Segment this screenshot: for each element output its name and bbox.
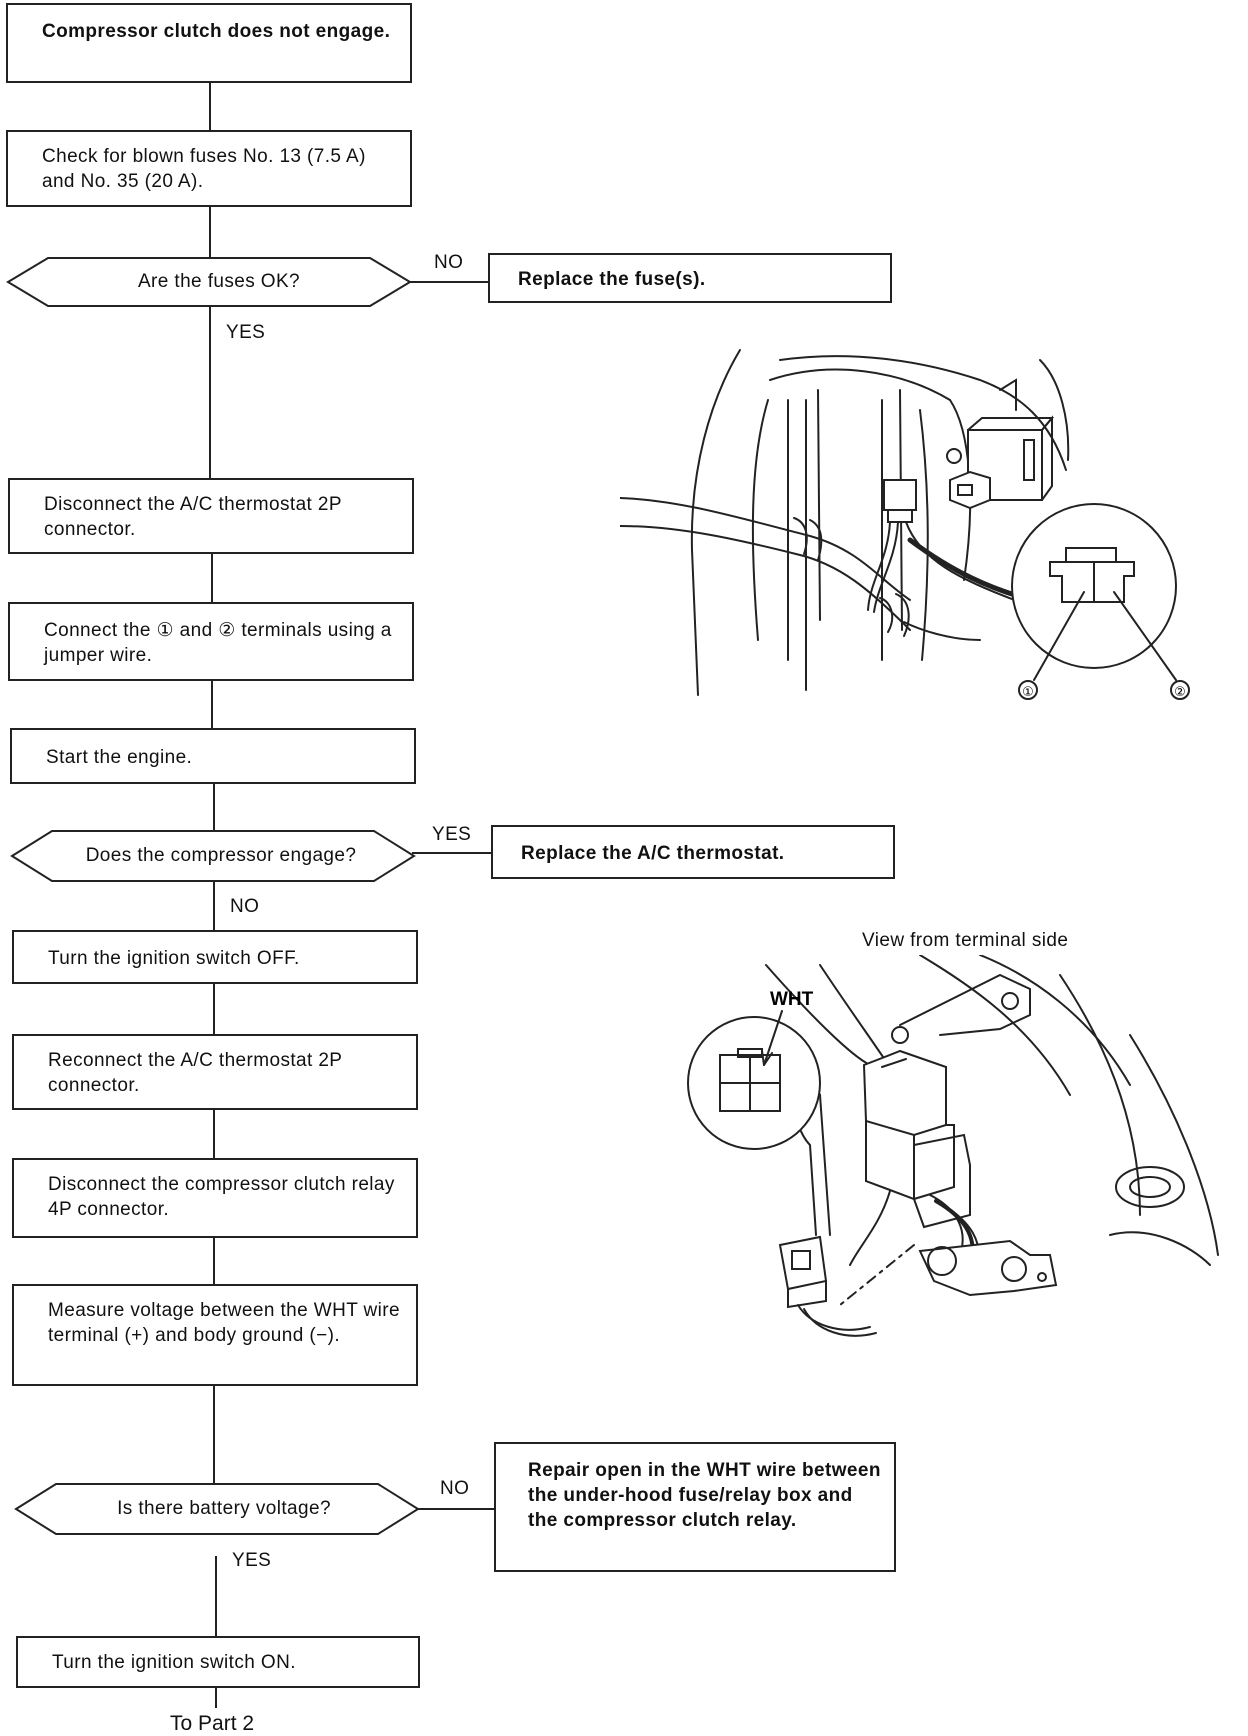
connector-line: [209, 306, 211, 478]
step-measure-voltage: Measure voltage between the WHT wire ter…: [12, 1284, 418, 1386]
connector-line: [416, 1508, 496, 1510]
step-reconnect-thermostat: Reconnect the A/C thermostat 2P connecto…: [12, 1034, 418, 1110]
view-from-terminal-side-caption: View from terminal side: [862, 930, 1069, 951]
terminal-1-label: ①: [1022, 685, 1034, 700]
terminal-2-label: ②: [1174, 685, 1186, 700]
connector-line: [213, 1108, 215, 1158]
branch-yes-label: YES: [226, 322, 266, 343]
connector-line: [211, 680, 213, 728]
step-ignition-on: Turn the ignition switch ON.: [16, 1636, 420, 1688]
result-replace-fuse: Replace the fuse(s).: [488, 253, 892, 303]
branch-yes-label: YES: [232, 1550, 272, 1571]
connector-line: [409, 281, 489, 283]
connector-line: [215, 1556, 217, 1638]
connector-line: [213, 1236, 215, 1284]
step-disconnect-thermostat: Disconnect the A/C thermostat 2P connect…: [8, 478, 414, 554]
relay-drawing: WHT: [687, 954, 1219, 1337]
connector-line: [412, 852, 492, 854]
decision-label: Does the compressor engage?: [85, 845, 357, 866]
branch-yes-label: YES: [432, 824, 472, 845]
step-connect-terminals: Connect the ① and ② terminals using a ju…: [8, 602, 414, 681]
connector-line: [209, 82, 211, 130]
connector-line: [209, 206, 211, 258]
connector-line: [213, 878, 215, 932]
wht-wire-label: WHT: [770, 989, 814, 1010]
connector-line: [213, 782, 215, 830]
step-check-fuses: Check for blown fuses No. 13 (7.5 A) and…: [6, 130, 412, 207]
branch-no-label: NO: [434, 252, 464, 273]
thermostat-drawing: ① ②: [619, 349, 1190, 700]
result-repair-wht-wire: Repair open in the WHT wire between the …: [494, 1442, 896, 1572]
decision-battery-voltage: Is there battery voltage?: [14, 1482, 420, 1536]
decision-fuses-ok: Are the fuses OK?: [6, 256, 412, 308]
branch-no-label: NO: [440, 1478, 470, 1499]
result-replace-thermostat: Replace the A/C thermostat.: [491, 825, 895, 879]
step-start-engine: Start the engine.: [10, 728, 416, 784]
step-ignition-off: Turn the ignition switch OFF.: [12, 930, 418, 984]
decision-compressor-engage: Does the compressor engage?: [10, 829, 416, 883]
connector-line: [211, 552, 213, 602]
decision-label: Is there battery voltage?: [117, 1498, 331, 1519]
connector-line: [213, 984, 215, 1034]
decision-label: Are the fuses OK?: [137, 271, 301, 292]
connector-line: [215, 1686, 217, 1708]
decision-shape: [6, 257, 412, 307]
step-disconnect-relay: Disconnect the compressor clutch relay 4…: [12, 1158, 418, 1238]
thermostat-connector-illustration: ① ②: [619, 340, 1190, 770]
relay-connector-illustration: WHT: [670, 954, 1230, 1355]
footer-to-part-2: To Part 2: [170, 1712, 255, 1735]
branch-no-label: NO: [230, 896, 260, 917]
step-compressor-clutch-not-engage: Compressor clutch does not engage.: [6, 3, 412, 83]
connector-line: [213, 1384, 215, 1512]
decision-shape: [10, 830, 416, 882]
decision-shape: [14, 1483, 420, 1535]
